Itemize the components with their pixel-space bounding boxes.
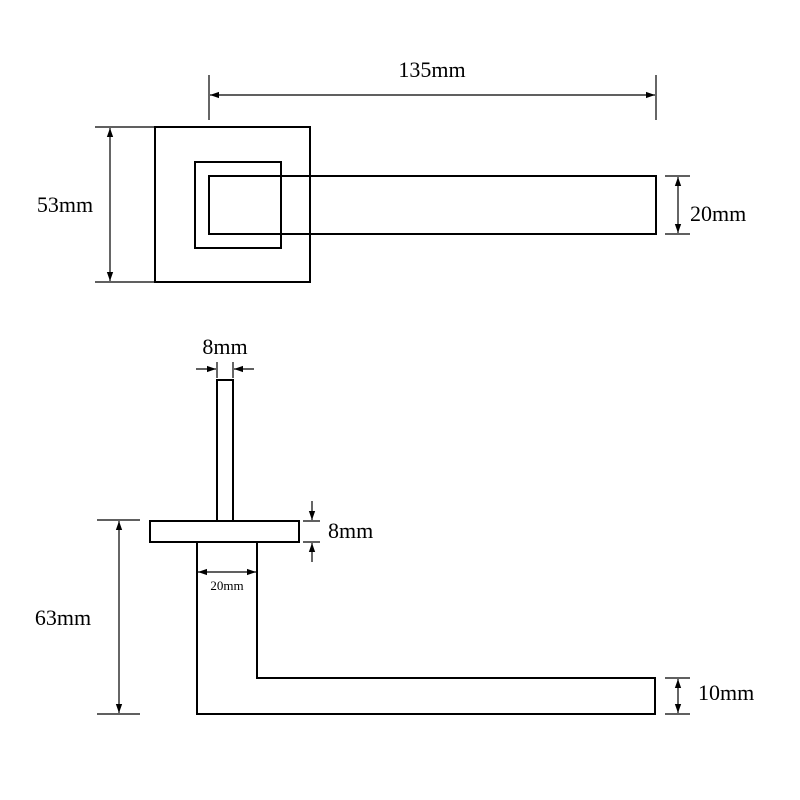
- top-view: 135mm 53mm 20mm: [37, 57, 746, 283]
- top-lever-arm: [208, 175, 657, 235]
- spindle-label: 8mm: [202, 334, 247, 359]
- length-label: 135mm: [398, 57, 465, 82]
- top-rose-plate: [154, 126, 311, 283]
- side-rose: [149, 520, 300, 543]
- side-spindle: [216, 379, 234, 522]
- neck-width-label: 20mm: [210, 578, 243, 593]
- rose-height-label: 53mm: [37, 192, 93, 217]
- lever-thickness-label: 20mm: [690, 201, 746, 226]
- top-rose-boss: [194, 161, 282, 249]
- side-lever-thickness-label: 10mm: [698, 680, 754, 705]
- side-lever: [196, 542, 656, 715]
- side-view: 8mm 8mm 20mm 63mm 10mm: [35, 334, 754, 715]
- projection-label: 63mm: [35, 605, 91, 630]
- rose-thickness-label: 8mm: [328, 518, 373, 543]
